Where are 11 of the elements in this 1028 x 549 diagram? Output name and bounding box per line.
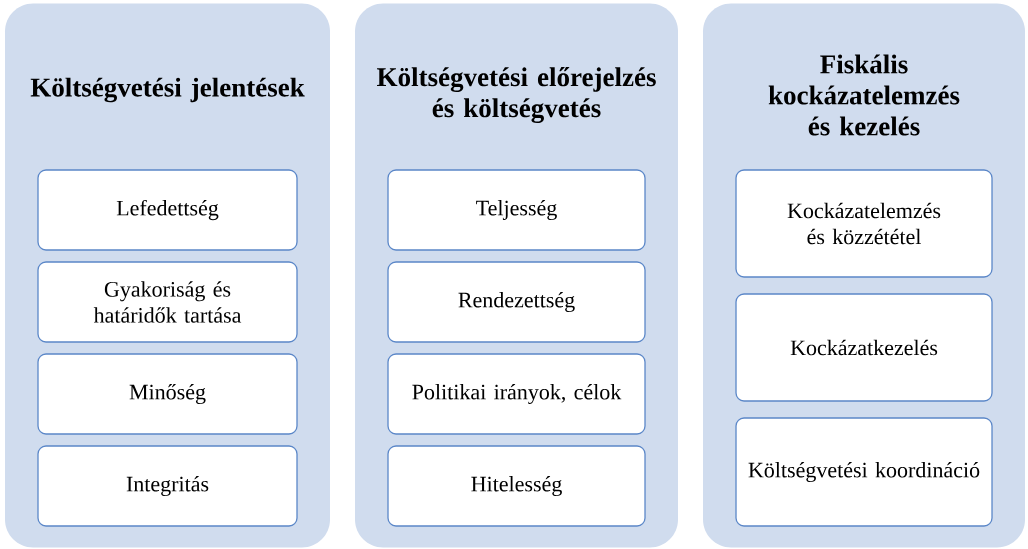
item-box: Politikai irányok, célok [387, 353, 646, 435]
item-box: Kockázatkezelés [735, 293, 993, 402]
item-box: Teljesség [387, 169, 646, 251]
item-box: Költségvetési koordináció [735, 417, 993, 527]
item-box: Lefedettség [37, 169, 298, 251]
item-box: Minőség [37, 353, 298, 435]
item-box: Hitelesség [387, 445, 646, 527]
item-box: Gyakoriság és határidők tartása [37, 261, 298, 343]
item-box: Rendezettség [387, 261, 646, 343]
item-box: Kockázatelemzés és közzététel [735, 169, 993, 278]
item-box: Integritás [37, 445, 298, 527]
